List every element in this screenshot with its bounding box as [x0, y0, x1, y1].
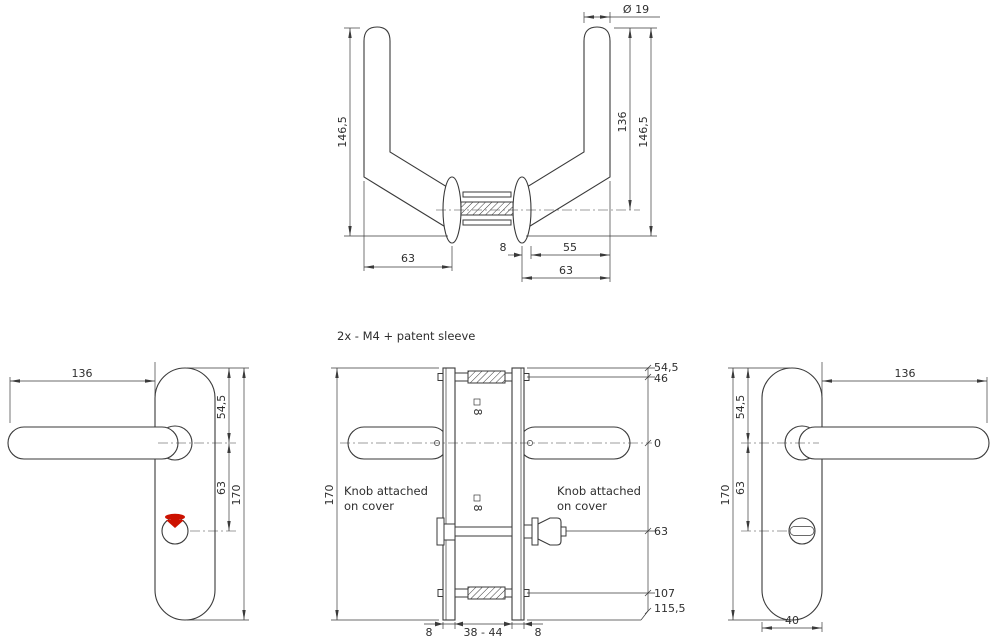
release-slot — [789, 526, 815, 536]
dim-rose-to-grip-right: 63 — [559, 264, 573, 277]
dim-plate-height-left-view: 170 — [230, 485, 243, 506]
section-view-dimensions: 170 8 38 - 44 8 54,5 46 0 63 107 115,5 — [323, 361, 686, 637]
screw-head-bottom-left — [437, 589, 444, 597]
backplate-section-right — [511, 367, 525, 621]
dim-plate-height-section: 170 — [323, 485, 336, 506]
dim-plate-width: 40 — [785, 614, 799, 627]
turn-knob-flange — [531, 517, 539, 546]
fixing-screw-top — [462, 191, 512, 198]
dim-rose-to-grip-left: 63 — [401, 252, 415, 265]
dim-spindle-square-top: 8 — [471, 409, 484, 416]
dim-handle-axis: 0 — [654, 437, 661, 450]
spring-bottom — [467, 586, 506, 600]
square-spindle-icon-bottom — [473, 494, 481, 502]
left-handle-front — [363, 26, 453, 232]
dim-turn-axis: 63 — [654, 525, 668, 538]
knob-note-left-line2: on cover — [344, 499, 394, 513]
screw-sleeve-bottom — [454, 588, 469, 598]
screw-sleeve-top — [454, 372, 469, 382]
dim-lever-length-right: 136 — [616, 112, 629, 133]
spindle-patent-sleeve — [460, 201, 514, 216]
dim-spindle-square-bottom: 8 — [471, 505, 484, 512]
dim-plate-height-right-view: 170 — [719, 485, 732, 506]
turn-knob-neck — [523, 524, 533, 539]
dim-grip-diameter: Ø 19 — [623, 3, 649, 16]
dim-bottom-edge: 115,5 — [654, 602, 686, 615]
screw-end-top — [504, 372, 513, 382]
backplate-section-left — [442, 367, 456, 621]
dim-screw-top: 46 — [654, 372, 668, 385]
dim-handle-height-left: 146,5 — [336, 116, 349, 148]
dim-lever-length-left-view: 136 — [72, 367, 93, 380]
dim-plate-thickness-right: 8 — [535, 626, 542, 637]
front-view-left — [7, 367, 236, 621]
front-view-right-dimensions: 136 54,5 63 170 40 — [719, 362, 988, 632]
dim-handle-height-right: 146,5 — [637, 116, 650, 148]
fixing-screw-bottom — [462, 219, 512, 226]
dim-top-to-handle-left-view: 54,5 — [215, 395, 228, 420]
spring-top — [467, 370, 506, 384]
dim-lever-length-right-view: 136 — [895, 367, 916, 380]
front-view-left-dimensions: 136 54,5 63 170 — [9, 362, 249, 621]
dim-handle-to-turn-right-view: 63 — [734, 481, 747, 495]
dim-screw-bottom: 107 — [654, 587, 675, 600]
dim-top-to-handle-right-view: 54,5 — [734, 395, 747, 420]
lever-left-view — [7, 426, 179, 460]
screw-end-bottom — [504, 588, 513, 598]
dim-top-edge: 54,5 — [654, 361, 679, 374]
square-spindle-icon-top — [473, 398, 481, 406]
top-view — [363, 26, 640, 244]
backplate-left-view — [154, 367, 216, 621]
wc-spindle-rod — [454, 526, 513, 537]
indicator-hub-left — [443, 523, 456, 541]
dim-plate-thickness-left: 8 — [426, 626, 433, 637]
backplate-right-view — [761, 367, 823, 621]
dim-door-thickness: 38 - 44 — [464, 626, 503, 637]
dim-handle-to-turn-left-view: 63 — [215, 481, 228, 495]
knob-note-right-line1: Knob attached — [557, 484, 641, 498]
top-view-dimensions: Ø 19 146,5 136 146,5 63 8 55 63 — [336, 3, 660, 282]
knob-note-right-line2: on cover — [557, 499, 607, 513]
occupancy-indicator-arrow — [166, 520, 184, 528]
indicator-disc-left — [436, 517, 445, 546]
section-view — [340, 367, 652, 621]
wc-release-right-view — [788, 517, 816, 545]
turn-knob-tip — [560, 526, 567, 537]
dim-rose-offset: 8 — [500, 241, 507, 254]
turn-knob-grip — [537, 517, 562, 546]
front-view-right — [741, 367, 990, 621]
knob-note-left-line1: Knob attached — [344, 484, 428, 498]
occupancy-indicator-red — [165, 513, 185, 521]
fastener-note: 2x - M4 + patent sleeve — [337, 329, 475, 343]
right-handle-front — [521, 26, 611, 232]
dim-rose-to-grip-inner: 55 — [563, 241, 577, 254]
lever-right-view — [798, 426, 990, 460]
screw-head-top-left — [437, 373, 444, 381]
